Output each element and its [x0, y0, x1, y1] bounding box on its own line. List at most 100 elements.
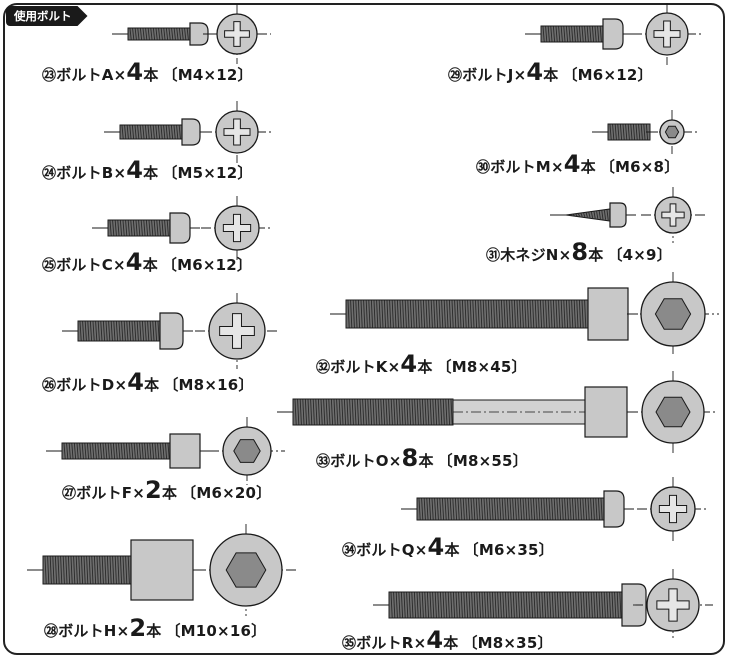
label-x: × — [414, 541, 428, 559]
hex-socket-icon — [233, 439, 261, 463]
thread-line — [437, 399, 440, 425]
thread-line — [553, 498, 556, 520]
thread-line — [550, 300, 553, 328]
thread-line — [543, 592, 547, 618]
label-name: ボルトO — [330, 452, 389, 470]
thread-line — [555, 300, 558, 328]
thread-line — [137, 125, 140, 139]
thread-line — [134, 125, 137, 139]
thread-line — [514, 498, 517, 520]
thread-line — [573, 26, 576, 42]
thread-line — [350, 300, 353, 328]
hex-socket-icon — [655, 396, 691, 428]
thread-line — [589, 26, 592, 42]
thread-line — [333, 399, 336, 425]
thread — [345, 299, 589, 329]
thread-hatch — [347, 300, 587, 328]
thread-line — [546, 592, 549, 618]
label-name: 木ネジN — [500, 246, 559, 264]
bolt-label-r: ㉟ボルトR×4本〔M8×35〕 — [342, 626, 553, 654]
label-unit: 本 — [543, 66, 559, 84]
label-num: ㉓ — [42, 68, 57, 84]
thread-line — [581, 300, 584, 328]
thread-line — [123, 443, 126, 459]
thread-line — [571, 26, 574, 42]
thread-line — [584, 498, 588, 520]
thread-line — [473, 592, 476, 618]
label-qty: 4 — [126, 58, 144, 86]
thread-line — [461, 300, 465, 328]
thread-line — [509, 498, 512, 520]
thread-line — [428, 300, 431, 328]
thread-line — [568, 26, 571, 42]
thread-line — [107, 443, 110, 459]
thread-line — [398, 592, 401, 618]
thread-line — [112, 220, 115, 236]
thread-line — [552, 300, 556, 328]
thread-line — [598, 210, 601, 220]
label-num: ㉘ — [44, 624, 59, 640]
thread-line — [517, 498, 520, 520]
thread-line — [113, 321, 116, 341]
label-num: ㉛ — [486, 248, 501, 264]
thread-line — [442, 592, 445, 618]
bolt-label-q: ㉞ボルトQ×4本〔M6×35〕 — [342, 533, 554, 561]
thread-line — [73, 443, 77, 459]
bolt-label-a: ㉓ボルトA×4本〔M4×12〕 — [42, 58, 253, 86]
thread-line — [501, 498, 504, 520]
thread-line — [552, 26, 556, 42]
thread-line — [513, 300, 517, 328]
thread-line — [445, 399, 448, 425]
label-spec: 〔M10×16〕 — [165, 622, 267, 640]
thread-line — [558, 26, 561, 42]
thread-line — [385, 399, 388, 425]
thread-line — [131, 321, 134, 341]
thread-line — [480, 498, 484, 520]
thread-line — [480, 300, 483, 328]
thread-line — [167, 443, 170, 459]
label-num: ㉜ — [316, 360, 331, 376]
thread-line — [465, 592, 469, 618]
thread-line — [122, 556, 125, 584]
thread-line — [419, 592, 422, 618]
thread-line — [310, 399, 313, 425]
thread-line — [490, 300, 493, 328]
thread-line — [328, 399, 331, 425]
thread-line — [119, 556, 123, 584]
thread-line — [162, 443, 165, 459]
thread-line — [161, 220, 164, 236]
thread-line — [115, 443, 118, 459]
thread-line — [83, 556, 86, 584]
thread-line — [500, 300, 504, 328]
thread-line — [551, 592, 554, 618]
thread-line — [640, 124, 643, 140]
thread-line — [370, 300, 374, 328]
thread-line — [606, 592, 609, 618]
thread-line — [424, 592, 427, 618]
cross-recess-icon — [224, 21, 250, 47]
thread-line — [60, 556, 63, 584]
thread-line — [576, 26, 579, 42]
bolt-head — [603, 490, 625, 528]
bolt-label-h: ㉘ボルトH×2本〔M10×16〕 — [44, 614, 266, 642]
label-qty: 2 — [145, 476, 162, 504]
thread-line — [482, 300, 485, 328]
thread-line — [92, 443, 95, 459]
thread-line — [81, 443, 84, 459]
label-name: ボルトD — [56, 376, 115, 394]
thread-line — [600, 498, 603, 520]
thread-line — [450, 592, 453, 618]
label-unit: 本 — [580, 158, 596, 176]
thread-line — [117, 220, 120, 236]
thread-line — [528, 592, 531, 618]
bolt-head — [587, 287, 629, 341]
label-unit: 本 — [443, 634, 459, 652]
thread-line — [467, 498, 471, 520]
thread-line — [530, 498, 533, 520]
thread-line — [377, 399, 380, 425]
thread-line — [165, 28, 169, 40]
thread-line — [380, 399, 383, 425]
thread-line — [412, 300, 415, 328]
thread-line — [437, 592, 440, 618]
thread-line — [481, 592, 484, 618]
